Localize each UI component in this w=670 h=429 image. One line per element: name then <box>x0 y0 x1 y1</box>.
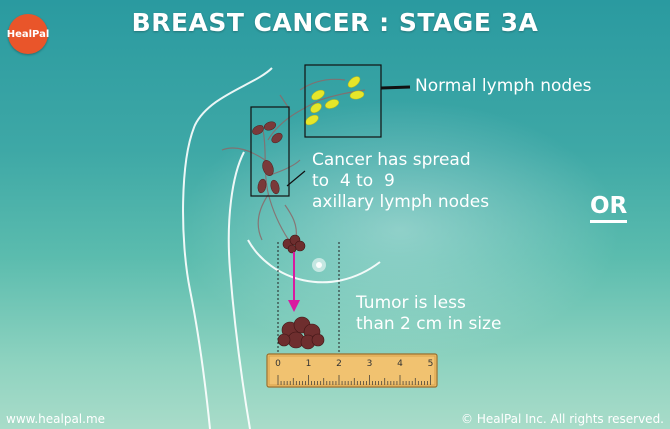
tumor-large <box>277 316 325 350</box>
spread-label-line2: to 4 to 9 <box>312 171 395 191</box>
normal-lymph-nodes <box>305 76 365 126</box>
cancer-lymph-nodes <box>252 121 283 195</box>
spread-label-line3: axillary lymph nodes <box>312 192 490 212</box>
ruler-label: 4 <box>397 359 403 369</box>
ruler-label: 1 <box>306 359 312 369</box>
tumor-small <box>282 234 306 254</box>
shoulder-outline <box>182 67 273 429</box>
page-title: BREAST CANCER : STAGE 3A <box>131 8 539 37</box>
or-label: OR <box>590 193 628 223</box>
ruler: 0 1 2 3 4 5 <box>266 353 438 388</box>
footer-website: www.healpal.me <box>6 412 106 426</box>
ruler-label: 0 <box>275 359 281 369</box>
tumor-label: Tumor is less than 2 cm in size <box>356 293 501 335</box>
breast-outline <box>247 239 381 284</box>
normal-nodes-pointer <box>380 85 411 90</box>
spread-label: Cancer has spread to 4 to 9 axillary lym… <box>312 150 489 213</box>
footer-copyright: © HealPal Inc. All rights reserved. <box>461 412 664 426</box>
tumor-label-line2: than 2 cm in size <box>356 314 502 334</box>
healpal-logo: HealPal <box>7 14 49 54</box>
spread-label-line1: Cancer has spread <box>312 150 471 170</box>
normal-nodes-box <box>304 64 382 138</box>
normal-nodes-label: Normal lymph nodes <box>415 76 592 96</box>
cancer-nodes-box <box>250 106 290 197</box>
ruler-label: 3 <box>367 359 373 369</box>
lymph-vessels <box>221 78 366 246</box>
tumor-label-line1: Tumor is less <box>356 293 466 313</box>
arm-outline <box>227 151 251 429</box>
cancer-nodes-pointer <box>286 170 306 187</box>
ruler-label: 2 <box>336 359 342 369</box>
ruler-label: 5 <box>428 359 434 369</box>
